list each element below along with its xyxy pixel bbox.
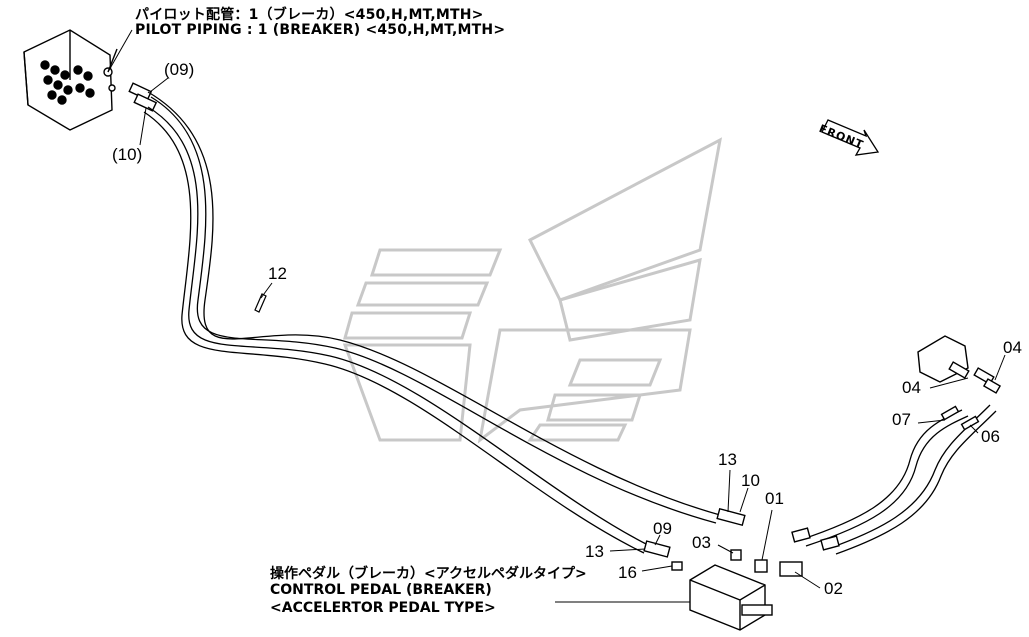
callout-06: 06 — [981, 427, 1000, 446]
pedal-note-line2: <ACCELERTOR PEDAL TYPE> — [270, 600, 496, 616]
pedal-note-line1: CONTROL PEDAL (BREAKER) — [270, 582, 492, 598]
callout-02: 02 — [824, 579, 843, 598]
callout-13-a: 13 — [718, 450, 737, 469]
header-title-jp: パイロット配管：1（ブレーカ）<450,H,MT,MTH> — [135, 7, 484, 23]
pedal-valve — [917, 335, 1002, 431]
callout-13-b: 13 — [585, 542, 604, 561]
control-valve — [23, 29, 116, 131]
callout-10-top: (10) — [112, 145, 143, 164]
callout-04-b: 04 — [902, 378, 921, 397]
pedal-note-jp: 操作ペダル（ブレーカ）<アクセルペダルタイプ> — [270, 566, 587, 582]
header-title-en: PILOT PIPING : 1 (BREAKER) <450,H,MT,MTH… — [135, 22, 506, 38]
long-hoses — [143, 91, 721, 554]
callout-03: 03 — [692, 533, 711, 552]
callout-09-b: 09 — [653, 519, 672, 538]
watermark-logo — [342, 137, 723, 444]
clip-part — [254, 293, 267, 313]
control-pedal — [689, 564, 773, 631]
upper-fittings — [107, 48, 158, 112]
callout-07: 07 — [892, 410, 911, 429]
callout-10-b: 10 — [741, 471, 760, 490]
callout-01: 01 — [765, 489, 784, 508]
callout-09-top: (09) — [164, 60, 195, 79]
front-arrow — [821, 119, 880, 156]
callout-04-a: 04 — [1003, 338, 1022, 357]
pedal-fittings — [643, 507, 840, 577]
callout-16: 16 — [618, 563, 637, 582]
leader-lines — [107, 29, 1006, 603]
callout-12: 12 — [268, 264, 287, 283]
